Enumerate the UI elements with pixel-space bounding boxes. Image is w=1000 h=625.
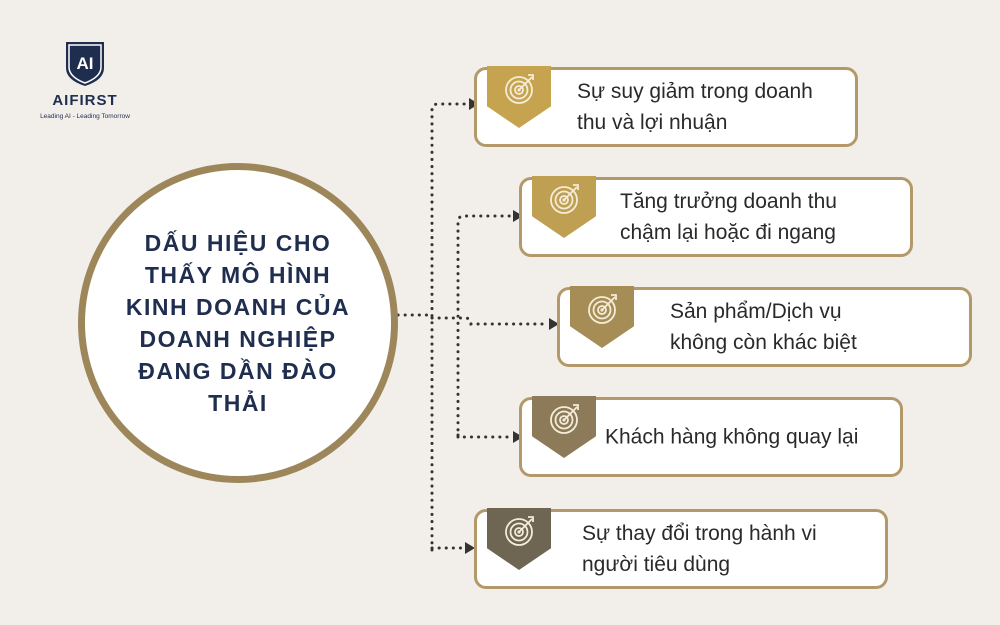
- logo-tagline: Leading AI - Leading Tomorrow: [40, 113, 130, 120]
- badge-2: [532, 176, 596, 238]
- badge-3: [570, 286, 634, 348]
- item-card-5: Sự thay đổi trong hành vi người tiêu dùn…: [474, 508, 888, 589]
- shield-logo-icon: AI: [66, 42, 104, 86]
- item-text-2: Tăng trưởng doanh thu chậm lại hoặc đi n…: [620, 190, 837, 244]
- item-card-1: Sự suy giảm trong doanh thu và lợi nhuận: [474, 66, 858, 147]
- target-icon: [550, 184, 579, 214]
- badge-5: [487, 508, 551, 570]
- target-icon: [505, 74, 534, 104]
- target-icon: [550, 404, 579, 434]
- target-icon: [588, 294, 617, 324]
- logo-name: AIFIRST: [52, 92, 118, 109]
- central-title: DẤU HIỆU CHO THẤY MÔ HÌNH KINH DOANH CỦA…: [125, 230, 351, 416]
- logo-mark: AI: [77, 54, 94, 73]
- badge-4: [532, 396, 596, 458]
- item-text-5: Sự thay đổi trong hành vi người tiêu dùn…: [582, 522, 817, 576]
- item-card-2: Tăng trưởng doanh thu chậm lại hoặc đi n…: [519, 176, 913, 257]
- central-circle: DẤU HIỆU CHO THẤY MÔ HÌNH KINH DOANH CỦA…: [78, 163, 398, 483]
- target-icon: [505, 516, 534, 546]
- item-text-3: Sản phẩm/Dịch vụ không còn khác biệt: [670, 300, 857, 354]
- logo: AI AIFIRST Leading AI - Leading Tomorrow: [30, 38, 140, 120]
- item-card-3: Sản phẩm/Dịch vụ không còn khác biệt: [557, 286, 972, 367]
- item-card-4: Khách hàng không quay lại: [519, 396, 903, 477]
- item-text-1: Sự suy giảm trong doanh thu và lợi nhuận: [577, 80, 813, 134]
- badge-1: [487, 66, 551, 128]
- item-text-4: Khách hàng không quay lại: [605, 425, 859, 449]
